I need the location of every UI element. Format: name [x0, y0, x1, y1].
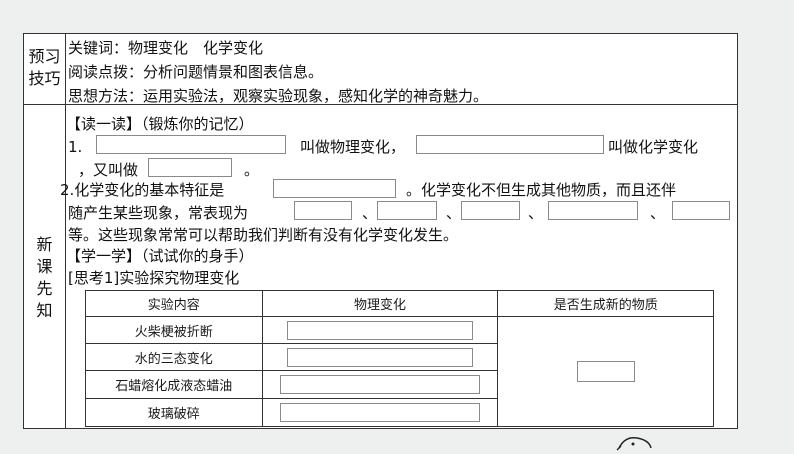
new-lesson-label-char: 知: [36, 301, 53, 320]
answer-blank[interactable]: [294, 201, 352, 220]
preview-label-line1: 预习: [28, 47, 61, 66]
separator: 、: [362, 204, 378, 222]
answer-blank[interactable]: [96, 135, 286, 154]
separator: 、: [650, 204, 666, 222]
q2-line3-text: 等。这些现象常常可以帮助我们判断有没有化学变化发生。: [68, 226, 459, 244]
separator: 、: [446, 204, 462, 222]
method-line: 思想方法：运用实验法，观察实验现象，感知化学的神奇魅力。: [68, 87, 489, 105]
physical-change-cell: [261, 398, 499, 427]
table-row: 火柴梗被折断: [85, 316, 714, 427]
table-row: 石蜡熔化成液态蜡油: [85, 370, 714, 399]
table-row: 玻璃破碎: [85, 398, 714, 427]
answer-blank[interactable]: [576, 361, 635, 382]
new-lesson-label-char: 先: [36, 279, 53, 298]
think-heading: [思考1]实验探究物理变化: [68, 269, 240, 287]
q1-text-end: 叫做化学变化: [608, 138, 699, 156]
q1-number: 1.: [68, 138, 83, 156]
answer-blank[interactable]: [148, 158, 232, 177]
column-header: 实验内容: [85, 290, 263, 317]
q2-line2-text: 随产生某些现象，常表现为: [68, 204, 249, 222]
answer-blank[interactable]: [672, 201, 730, 220]
column-header: 是否生成新的物质: [497, 290, 714, 317]
q1-line2-end: 。: [244, 161, 260, 179]
experiment-cell: 玻璃破碎: [85, 398, 263, 427]
separator: 、: [528, 204, 544, 222]
answer-blank[interactable]: [279, 375, 480, 394]
new-lesson-label-char: 新: [36, 235, 53, 254]
learn-heading: 【学一学】（试试你的身手）: [66, 247, 254, 265]
answer-blank[interactable]: [279, 403, 480, 422]
answer-blank[interactable]: [273, 179, 396, 198]
q1-text: 叫做物理变化，: [300, 138, 406, 156]
experiment-table: 实验内容 物理变化 是否生成新的物质 火柴梗被折断 水的三态变化 石蜡熔化成液态…: [85, 290, 714, 427]
reading-tip-line: 阅读点拨：分析问题情景和图表信息。: [68, 63, 324, 81]
experiment-cell: 水的三态变化: [85, 343, 263, 371]
cartoon-figure-icon: [616, 436, 652, 451]
new-lesson-label-char: 课: [36, 257, 53, 276]
q2-text: 2.化学变化的基本特征是: [60, 181, 225, 199]
answer-blank[interactable]: [377, 201, 437, 220]
read-heading: 【读一读】（锻炼你的记忆）: [66, 115, 254, 133]
answer-blank[interactable]: [286, 320, 473, 340]
answer-blank[interactable]: [416, 135, 604, 154]
new-substance-cell: [497, 316, 714, 427]
keywords-line: 关键词：物理变化 化学变化: [68, 39, 264, 57]
answer-blank[interactable]: [548, 201, 638, 220]
table-header-row: 实验内容 物理变化 是否生成新的物质: [85, 290, 714, 317]
physical-change-cell: [261, 343, 499, 371]
experiment-cell: 石蜡熔化成液态蜡油: [85, 370, 263, 399]
experiment-cell: 火柴梗被折断: [85, 316, 263, 344]
q2-text-cont: 。化学变化不但生成其他物质，而且还伴: [406, 181, 677, 199]
label-column-divider: [65, 34, 66, 428]
physical-change-cell: [261, 316, 499, 344]
section-divider: [24, 104, 737, 105]
physical-change-cell: [261, 370, 499, 399]
answer-blank[interactable]: [461, 201, 520, 220]
preview-label-line2: 技巧: [28, 69, 61, 88]
answer-blank[interactable]: [286, 347, 473, 367]
q1-line2-text: ，又叫做: [78, 161, 139, 179]
column-header: 物理变化: [261, 290, 499, 317]
